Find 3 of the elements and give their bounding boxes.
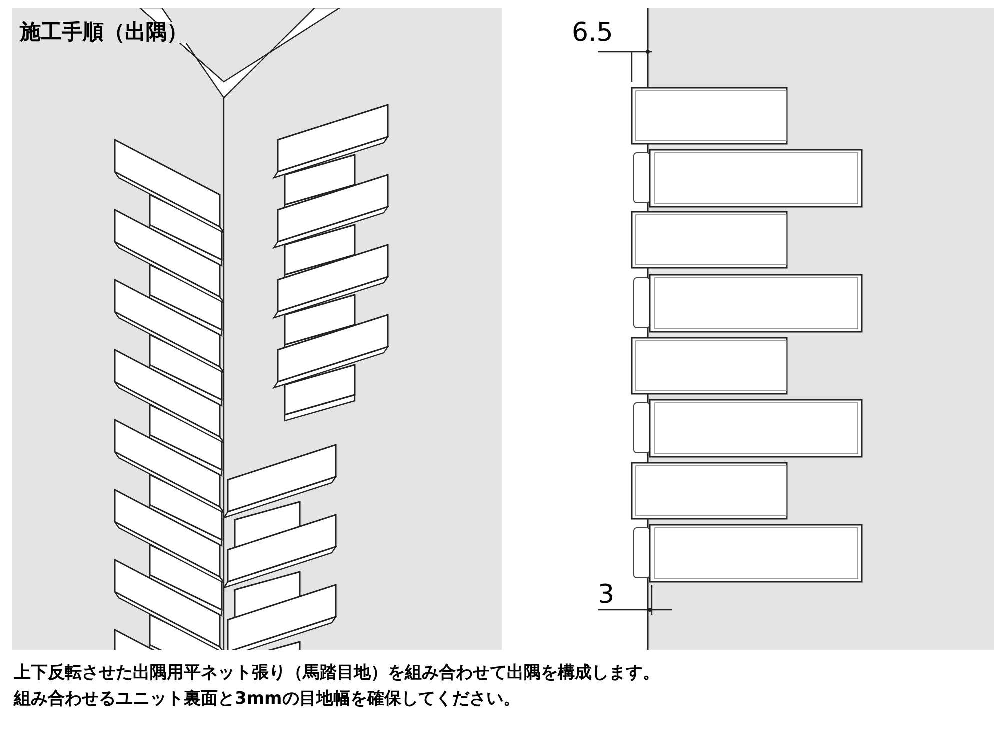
dimension-label: 3: [598, 582, 615, 608]
dimension-label: 6.5: [572, 20, 614, 46]
caption: 上下反転させた出隅用平ネット張り（馬踏目地）を組み合わせて出隅を構成します。組み合わせるユニット裏面と3mmの目地幅を確保してください。: [14, 662, 661, 711]
